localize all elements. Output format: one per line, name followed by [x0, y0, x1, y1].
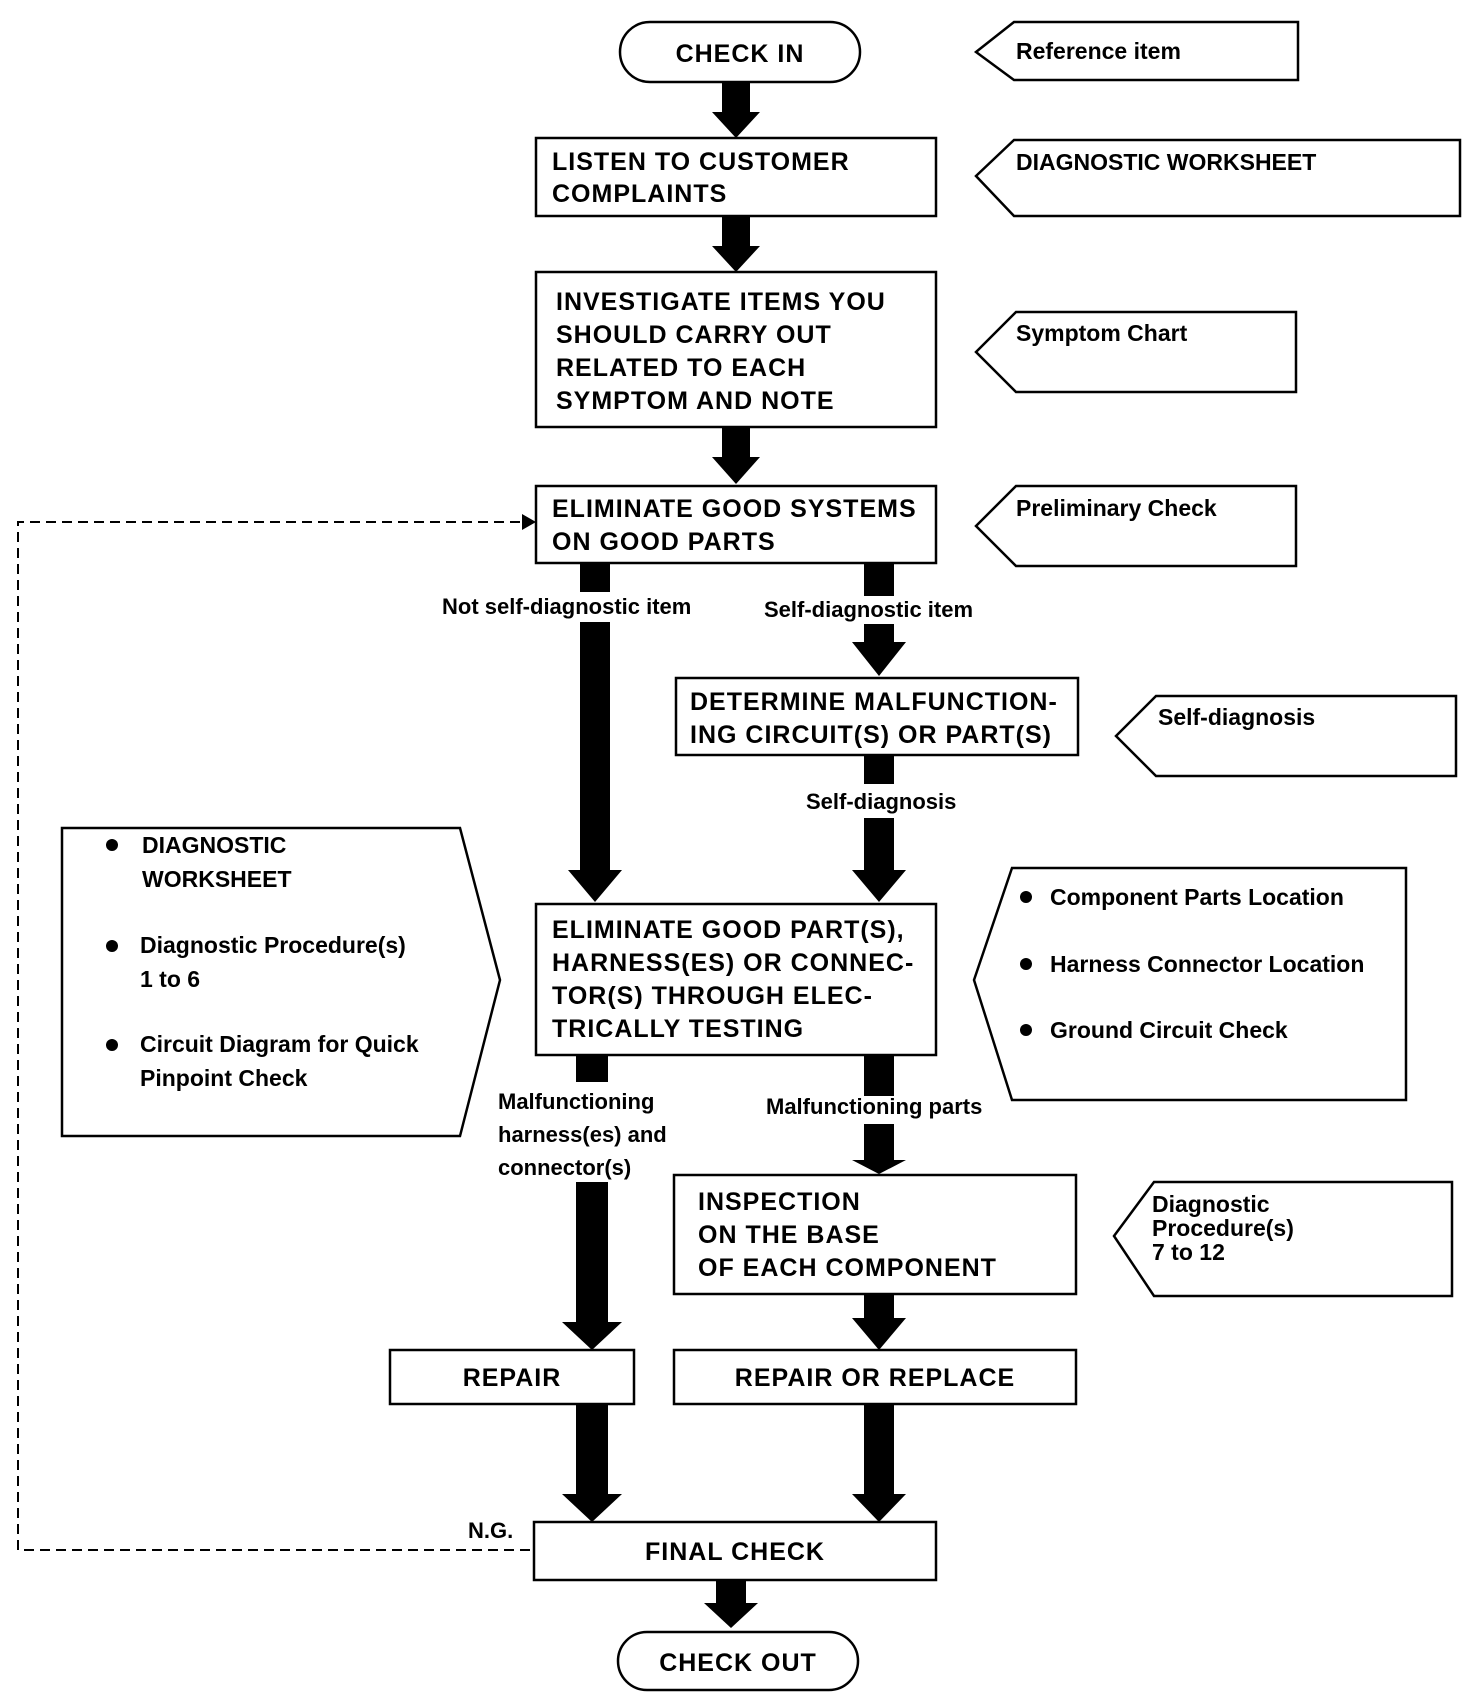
label-malfunctioning-parts: Malfunctioning parts [766, 1094, 982, 1119]
flow-arrow-malfunctioning-parts [852, 1054, 906, 1174]
flow-arrow-final-checkout [704, 1581, 758, 1628]
bullet-icon [106, 839, 118, 851]
node-determine-line-2: ING CIRCUIT(S) OR PART(S) [690, 721, 1052, 749]
node-eliminate-systems-line-2: ON GOOD PARTS [552, 528, 776, 556]
label-malfunctioning-harness-line-3: connector(s) [498, 1155, 631, 1180]
node-eliminate-parts-line-3: TOR(S) THROUGH ELEC- [552, 982, 873, 1010]
node-investigate: INVESTIGATE ITEMS YOU SHOULD CARRY OUT R… [534, 270, 938, 429]
ref-left-item-1-line-2: WORKSHEET [142, 866, 292, 892]
flow-arrow-replace-final [852, 1403, 906, 1522]
ref-left-item-3-line-2: Pinpoint Check [140, 1065, 308, 1091]
node-eliminate-parts: ELIMINATE GOOD PART(S), HARNESS(ES) OR C… [534, 902, 938, 1057]
bullet-icon [106, 1039, 118, 1051]
node-repair-replace: REPAIR OR REPLACE [672, 1348, 1078, 1406]
node-eliminate-parts-line-1: ELIMINATE GOOD PART(S), [552, 916, 905, 944]
node-investigate-line-3: RELATED TO EACH [556, 354, 806, 382]
flow-arrow-self-diagnostic [852, 562, 906, 676]
label-ng: N.G. [468, 1518, 513, 1543]
ref-diag-procedures: Diagnostic Procedure(s) 7 to 12 [1112, 1180, 1454, 1298]
ref-diag-procedures-line-3: 7 to 12 [1152, 1239, 1225, 1265]
flow-arrow-inspection-repair [852, 1293, 906, 1350]
label-self-diagnosis: Self-diagnosis [806, 789, 956, 814]
bullet-icon [1020, 958, 1032, 970]
node-inspection-line-3: OF EACH COMPONENT [698, 1254, 997, 1282]
ref-symptom-chart-label: Symptom Chart [1016, 320, 1188, 346]
node-final-check-label: FINAL CHECK [645, 1538, 825, 1566]
ref-diag-procedures-line-1: Diagnostic [1152, 1191, 1270, 1217]
node-investigate-line-4: SYMPTOM AND NOTE [556, 387, 835, 415]
flow-arrow-malfunctioning-harness [562, 1054, 622, 1350]
ref-left-item-2-line-1: Diagnostic Procedure(s) [140, 932, 406, 958]
node-check-out-label: CHECK OUT [659, 1649, 817, 1677]
node-inspection-line-1: INSPECTION [698, 1188, 861, 1216]
ref-diagnostic-worksheet-label: DIAGNOSTIC WORKSHEET [1016, 149, 1316, 175]
ref-left-item-1-line-1: DIAGNOSTIC [142, 832, 286, 858]
node-check-in: CHECK IN [618, 20, 862, 84]
label-malfunctioning-harness-line-2: harness(es) and [498, 1122, 667, 1147]
node-investigate-line-2: SHOULD CARRY OUT [556, 321, 832, 349]
node-final-check: FINAL CHECK [532, 1520, 938, 1582]
ref-reference-item: Reference item [973, 20, 1300, 82]
node-eliminate-parts-line-2: HARNESS(ES) OR CONNEC- [552, 949, 914, 977]
bullet-icon [1020, 1024, 1032, 1036]
flow-arrow-self-diagnosis [852, 754, 906, 902]
node-determine: DETERMINE MALFUNCTION- ING CIRCUIT(S) OR… [674, 676, 1080, 757]
node-eliminate-parts-line-4: TRICALLY TESTING [552, 1015, 804, 1043]
flow-arrow-investigate-eliminate [712, 427, 760, 484]
node-check-out: CHECK OUT [616, 1630, 860, 1692]
node-check-in-label: CHECK IN [676, 40, 805, 68]
flow-arrow-listen-investigate [712, 215, 760, 272]
ref-diag-procedures-line-2: Procedure(s) [1152, 1215, 1294, 1241]
node-eliminate-systems: ELIMINATE GOOD SYSTEMS ON GOOD PARTS [534, 484, 938, 565]
ref-left-item-2-line-2: 1 to 6 [140, 966, 200, 992]
ref-right-item-1: Component Parts Location [1050, 884, 1344, 910]
ref-left-list: DIAGNOSTIC WORKSHEET Diagnostic Procedur… [60, 826, 502, 1138]
ng-feedback-loop [17, 521, 530, 1551]
ref-right-list: Component Parts Location Harness Connect… [972, 866, 1408, 1102]
flow-arrow-not-self-diagnostic [568, 562, 622, 902]
ref-reference-item-label: Reference item [1016, 38, 1181, 64]
flow-arrow-checkin-listen [712, 82, 760, 138]
node-listen-line-2: COMPLAINTS [552, 180, 727, 208]
node-listen-line-1: LISTEN TO CUSTOMER [552, 148, 850, 176]
label-malfunctioning-harness-line-1: Malfunctioning [498, 1089, 654, 1114]
node-investigate-line-1: INVESTIGATE ITEMS YOU [556, 288, 886, 316]
ref-symptom-chart: Symptom Chart [974, 310, 1298, 394]
ref-right-item-2: Harness Connector Location [1050, 951, 1364, 977]
node-inspection-line-2: ON THE BASE [698, 1221, 880, 1249]
node-inspection: INSPECTION ON THE BASE OF EACH COMPONENT [672, 1173, 1078, 1296]
ref-preliminary-check-label: Preliminary Check [1016, 495, 1217, 521]
ref-diagnostic-worksheet: DIAGNOSTIC WORKSHEET [974, 138, 1462, 218]
bullet-icon [106, 940, 118, 952]
node-repair: REPAIR [388, 1348, 636, 1406]
bullet-icon [1020, 891, 1032, 903]
node-repair-replace-label: REPAIR OR REPLACE [735, 1364, 1015, 1392]
node-listen: LISTEN TO CUSTOMER COMPLAINTS [534, 136, 938, 218]
feedback-arrowhead [522, 514, 536, 530]
node-repair-label: REPAIR [463, 1364, 562, 1392]
label-self-diagnostic-item: Self-diagnostic item [764, 597, 973, 622]
ref-self-diagnosis-label: Self-diagnosis [1158, 704, 1315, 730]
label-not-self-diagnostic: Not self-diagnostic item [442, 594, 691, 619]
ref-left-item-3-line-1: Circuit Diagram for Quick [140, 1031, 419, 1057]
node-eliminate-systems-line-1: ELIMINATE GOOD SYSTEMS [552, 495, 917, 523]
ref-self-diagnosis: Self-diagnosis [1114, 694, 1458, 778]
node-determine-line-1: DETERMINE MALFUNCTION- [690, 688, 1058, 716]
flow-arrow-repair-final [562, 1403, 622, 1522]
ref-preliminary-check: Preliminary Check [974, 484, 1298, 568]
ref-right-item-3: Ground Circuit Check [1050, 1017, 1288, 1043]
